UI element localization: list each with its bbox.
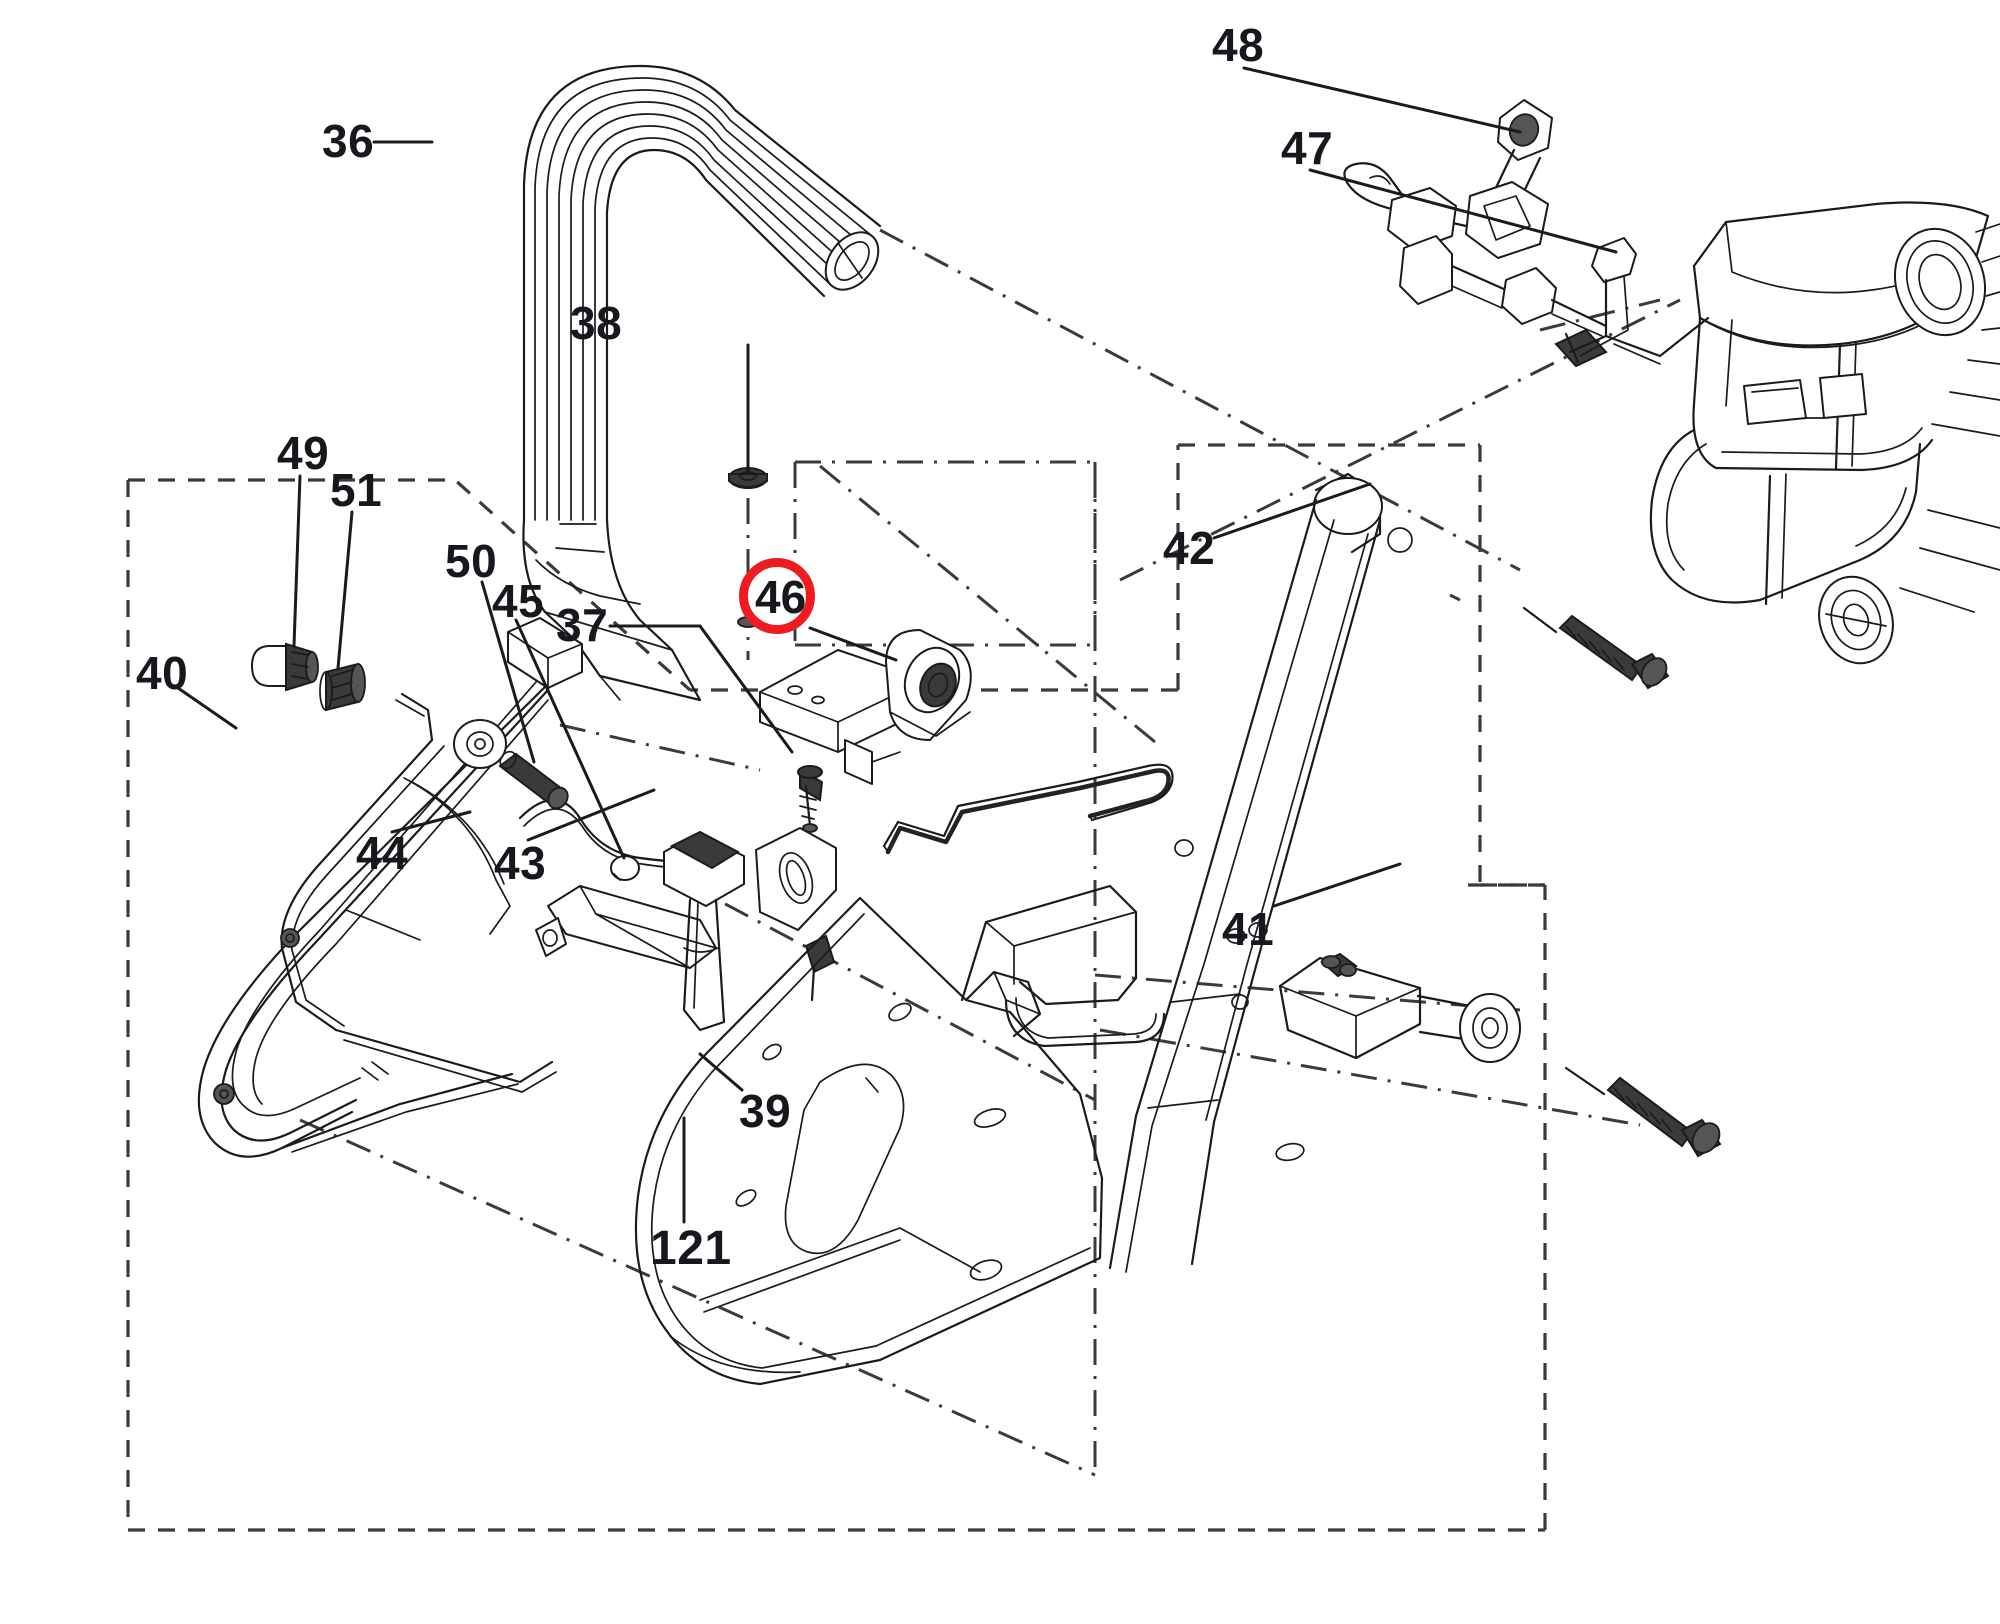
callout-leader-lines bbox=[176, 66, 1618, 1224]
callout-label-47[interactable]: 47 bbox=[1281, 122, 1334, 174]
part-48-throttle-linkage bbox=[1343, 99, 1608, 368]
callout-label-51[interactable]: 51 bbox=[330, 464, 383, 516]
part-36-front-handle-bar bbox=[522, 64, 882, 702]
group-boundary-121 bbox=[126, 443, 1547, 1532]
part-39-handle-housing bbox=[634, 884, 1305, 1386]
callout-label-48[interactable]: 48 bbox=[1212, 19, 1265, 71]
callout-label-42[interactable]: 42 bbox=[1163, 522, 1216, 574]
callout-label-38[interactable]: 38 bbox=[570, 297, 623, 349]
part-49-bushing bbox=[251, 642, 319, 692]
callout-label-50[interactable]: 50 bbox=[445, 535, 498, 587]
subgroup-boundary-brake bbox=[793, 460, 1156, 744]
callout-label-39[interactable]: 39 bbox=[739, 1085, 792, 1137]
part-47-spring-clip bbox=[1568, 237, 1710, 365]
callout-label-37[interactable]: 37 bbox=[556, 599, 609, 651]
callout-label-45[interactable]: 45 bbox=[492, 575, 545, 627]
callout-label-40[interactable]: 40 bbox=[136, 647, 189, 699]
part-41-long-screw bbox=[1564, 1066, 1722, 1158]
highlight-ring-46 bbox=[739, 558, 815, 634]
callout-label-49[interactable]: 49 bbox=[277, 427, 330, 479]
callout-label-41[interactable]: 41 bbox=[1222, 903, 1275, 955]
part-40-hand-guard-frame bbox=[197, 617, 583, 1158]
callout-label-43[interactable]: 43 bbox=[494, 837, 547, 889]
part-37-screw-and-bracket bbox=[759, 629, 972, 833]
callout-label-36[interactable]: 36 bbox=[322, 115, 375, 167]
callout-label-121[interactable]: 121 bbox=[650, 1222, 732, 1275]
part-39-rear-upright bbox=[1108, 472, 1521, 1273]
part-42-long-screw bbox=[1522, 606, 1670, 690]
callout-label-44[interactable]: 44 bbox=[356, 827, 409, 879]
part-43-brake-band-lever bbox=[663, 827, 837, 1032]
part-51-sleeve bbox=[319, 662, 366, 712]
callout-label-46[interactable]: 46 bbox=[755, 571, 807, 623]
engine-crankcase-housing bbox=[1649, 201, 2000, 665]
part-46-brake-linkage-rod bbox=[882, 763, 1174, 855]
